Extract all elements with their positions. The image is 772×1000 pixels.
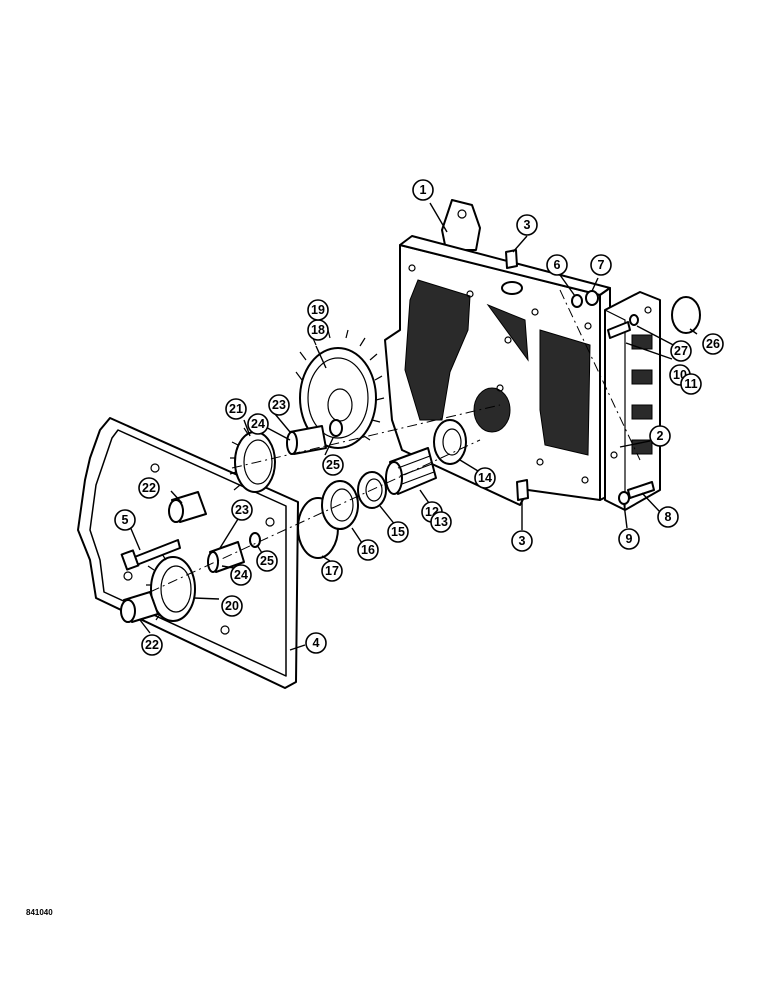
svg-text:16: 16 — [361, 543, 375, 557]
svg-text:18: 18 — [311, 323, 325, 337]
screw-10-11 — [607, 321, 631, 339]
cap-screw — [120, 539, 181, 571]
svg-text:23: 23 — [235, 503, 249, 517]
callout-27: 27 — [670, 340, 692, 362]
svg-text:9: 9 — [626, 532, 633, 546]
callout-8: 8 — [657, 506, 679, 528]
svg-text:1: 1 — [420, 183, 427, 197]
callout-3-top: 3 — [516, 214, 538, 236]
drive-gear-upper — [229, 427, 276, 493]
figure-code: 841040 — [26, 908, 53, 917]
axis-line-lower — [149, 439, 481, 593]
idler-gear-large — [295, 329, 385, 449]
svg-text:2: 2 — [657, 429, 664, 443]
svg-text:24: 24 — [234, 568, 248, 582]
callout-22-upper: 22 — [138, 477, 160, 499]
callout-24-upper: 24 — [247, 413, 269, 435]
plug-3-top — [505, 249, 518, 269]
svg-text:6: 6 — [554, 258, 561, 272]
svg-text:20: 20 — [225, 599, 239, 613]
callout-2: 2 — [649, 425, 671, 447]
callout-22-lower: 22 — [141, 634, 163, 656]
bearing-14 — [433, 419, 467, 465]
washer-25-upper — [329, 419, 343, 437]
svg-text:25: 25 — [260, 554, 274, 568]
svg-text:11: 11 — [684, 377, 697, 391]
callout-7: 7 — [590, 254, 612, 276]
callout-17: 17 — [321, 560, 343, 582]
o-ring-26 — [671, 296, 701, 334]
callout-25-lower: 25 — [256, 550, 278, 572]
svg-text:24: 24 — [251, 417, 265, 431]
callout-5: 5 — [114, 509, 136, 531]
svg-text:7: 7 — [598, 258, 605, 272]
axis-line-upper — [231, 404, 501, 469]
callout-20: 20 — [221, 595, 243, 617]
svg-text:3: 3 — [524, 218, 531, 232]
callout-21: 21 — [225, 398, 247, 420]
callout-13: 13 — [430, 511, 452, 533]
nut-7 — [585, 290, 599, 306]
svg-text:26: 26 — [706, 337, 720, 351]
svg-text:8: 8 — [665, 510, 672, 524]
plug-3-bottom — [516, 479, 529, 501]
svg-text:21: 21 — [229, 402, 243, 416]
callout-19: 19 — [307, 299, 329, 321]
callout-15: 15 — [387, 521, 409, 543]
needle-bearing-upper — [168, 491, 207, 523]
callout-14: 14 — [474, 467, 496, 489]
washer-6 — [571, 294, 583, 308]
svg-text:27: 27 — [674, 344, 688, 358]
callout-18: 18 — [307, 319, 329, 341]
washer-25-lower — [249, 532, 261, 548]
svg-text:22: 22 — [142, 481, 156, 495]
svg-text:23: 23 — [272, 398, 286, 412]
svg-text:15: 15 — [391, 525, 405, 539]
callout-26: 26 — [702, 333, 724, 355]
svg-text:3: 3 — [519, 534, 526, 548]
leader-lines — [128, 202, 698, 651]
svg-text:13: 13 — [434, 515, 448, 529]
callout-9: 9 — [618, 528, 640, 550]
svg-text:25: 25 — [326, 458, 340, 472]
input-shaft-12-13 — [385, 447, 437, 495]
svg-text:4: 4 — [313, 636, 320, 650]
callout-16: 16 — [357, 539, 379, 561]
svg-text:19: 19 — [311, 303, 325, 317]
callout-25-upper: 25 — [322, 454, 344, 476]
svg-text:14: 14 — [478, 471, 492, 485]
callout-24-lower: 24 — [230, 564, 252, 586]
washer-27 — [629, 314, 639, 326]
svg-text:17: 17 — [325, 564, 339, 578]
gear-shaft-upper — [286, 425, 327, 455]
callout-1: 1 — [412, 179, 434, 201]
svg-text:5: 5 — [122, 513, 129, 527]
callout-3-bottom: 3 — [511, 530, 533, 552]
callout-4: 4 — [305, 632, 327, 654]
callout-23-upper: 23 — [268, 394, 290, 416]
needle-bearing-lower — [120, 591, 159, 623]
callout-11: 11 — [680, 373, 702, 395]
washer-9 — [618, 491, 630, 505]
svg-text:22: 22 — [145, 638, 159, 652]
callout-6: 6 — [546, 254, 568, 276]
callout-23-lower: 23 — [231, 499, 253, 521]
